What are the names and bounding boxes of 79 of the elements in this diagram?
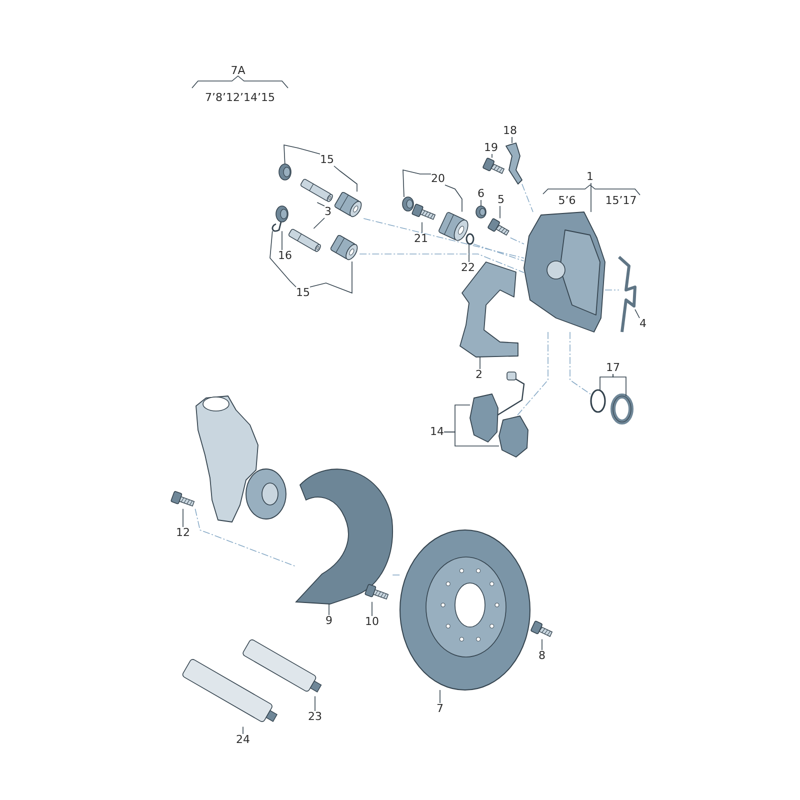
leader-line — [284, 144, 320, 164]
callout-number: 12 — [176, 526, 190, 540]
centre-line — [194, 508, 296, 567]
callout-number: 5 — [498, 194, 504, 206]
retaining-spring-drawing — [618, 256, 636, 332]
callout-label: 7A — [230, 64, 246, 78]
bolt-drawing — [530, 620, 553, 637]
centre-line — [570, 332, 592, 395]
leader-line — [444, 432, 500, 446]
leader-line — [612, 374, 626, 396]
leader-line — [316, 202, 325, 206]
callout-number: 20 — [431, 172, 445, 186]
washer-ring-drawing — [466, 233, 474, 245]
o-ring-drawing — [590, 389, 606, 413]
grease-tube-drawing — [242, 638, 322, 693]
callout-number: 16 — [278, 250, 292, 262]
centre-line — [392, 574, 400, 576]
callout-number: 1 — [586, 170, 594, 184]
leader-line — [402, 170, 432, 198]
callout-label: 15’17 — [605, 194, 637, 208]
bolt-drawing — [170, 490, 195, 507]
bolt-drawing — [482, 157, 505, 174]
callout-number: 7 — [436, 702, 444, 716]
leader-line — [634, 309, 640, 318]
callout-number: 10 — [365, 616, 379, 628]
spring-clip-drawing — [272, 206, 288, 232]
callout-number: 22 — [461, 262, 475, 274]
bushing-drawing — [438, 211, 468, 241]
leader-line — [242, 726, 244, 734]
leader-line — [310, 261, 352, 294]
rubber-cap-drawing — [402, 196, 414, 212]
rubber-cap-drawing — [476, 206, 486, 218]
callout-number: 4 — [640, 318, 646, 330]
caliper-carrier-drawing — [460, 262, 518, 358]
leader-line — [270, 230, 296, 288]
callout-number: 17 — [606, 362, 620, 374]
leader-line — [480, 200, 482, 206]
centre-line — [359, 254, 524, 273]
brake-caliper-drawing — [524, 212, 606, 332]
callout-number: 8 — [538, 650, 546, 662]
callout-number: 21 — [414, 232, 428, 246]
leader-line — [468, 244, 470, 262]
callout-label: 5’6 — [558, 194, 576, 208]
callout-number: 9 — [326, 614, 332, 628]
leader-line — [444, 184, 462, 212]
leader-line — [313, 218, 325, 229]
seal-ring-drawing — [610, 394, 634, 424]
callout-label: 7’8’12’14’15 — [205, 92, 275, 104]
leader-line — [182, 508, 184, 528]
brake-pad-drawing — [498, 416, 528, 458]
callout-number: 19 — [484, 142, 498, 154]
callout-number: 24 — [236, 734, 250, 746]
leader-line — [590, 182, 592, 212]
brake-pad-drawing — [470, 394, 498, 442]
brake-disc-drawing — [400, 530, 530, 690]
centre-line — [516, 332, 548, 416]
bolt-drawing — [364, 584, 389, 600]
callout-number: 6 — [478, 188, 484, 200]
callout-number: 14 — [430, 426, 444, 438]
holder-bracket-drawing — [506, 142, 522, 184]
callout-number: 18 — [503, 124, 517, 138]
centre-line — [522, 184, 534, 212]
callout-number: 23 — [308, 710, 322, 724]
callout-number: 15 — [296, 286, 310, 300]
centre-line — [473, 244, 524, 262]
leader-line — [328, 604, 330, 616]
callout-number: 3 — [324, 206, 332, 218]
bolt-drawing — [411, 203, 436, 220]
dust-shield-drawing — [296, 468, 393, 604]
leader-line — [334, 166, 358, 192]
centre-line — [510, 237, 524, 244]
centre-line — [363, 218, 524, 258]
leader-line — [600, 374, 614, 390]
rubber-cap-drawing — [278, 164, 292, 180]
leader-line — [314, 696, 316, 712]
bleed-screw-drawing — [487, 218, 510, 236]
grease-tube-drawing — [181, 658, 278, 724]
callout-number: 15 — [320, 154, 334, 166]
callout-number: 2 — [476, 368, 482, 382]
